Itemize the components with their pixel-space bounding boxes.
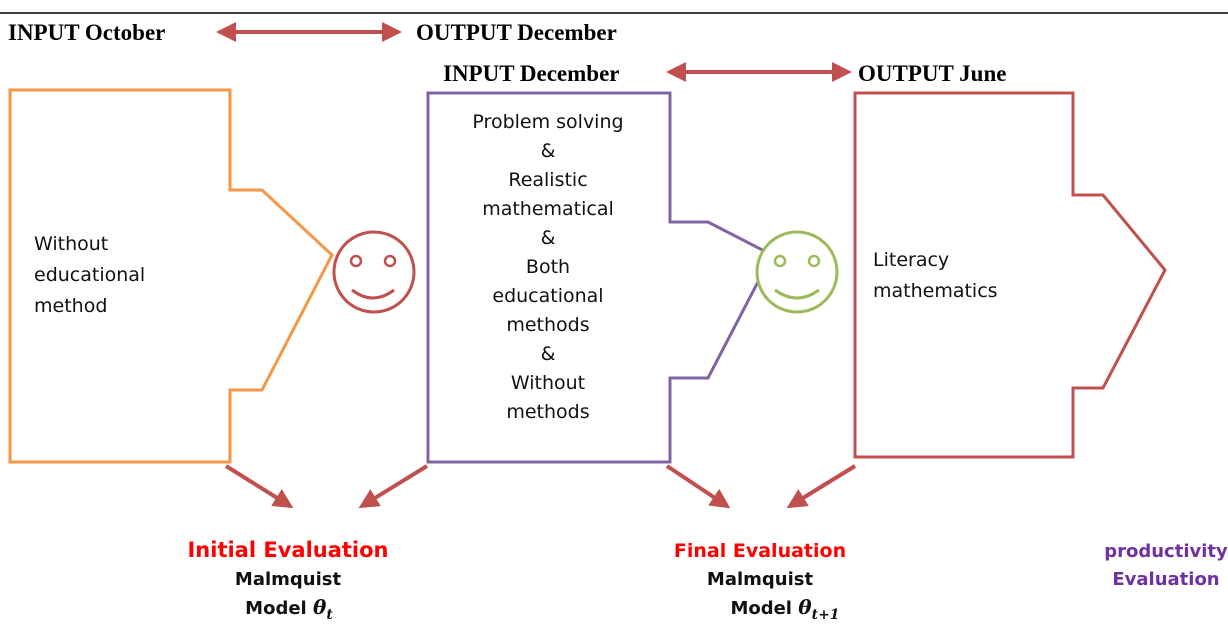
- svg-text:Model θt: Model θt: [245, 595, 333, 623]
- literacy-text: Literacy mathematics: [873, 249, 998, 302]
- svg-text:&: &: [541, 140, 556, 162]
- svg-text:mathematical: mathematical: [482, 198, 614, 220]
- svg-text:&: &: [541, 227, 556, 249]
- svg-text:educational: educational: [492, 285, 603, 307]
- svg-text:&: &: [541, 343, 556, 365]
- output-december-label: OUTPUT December: [416, 20, 617, 45]
- svg-text:Literacy: Literacy: [873, 249, 949, 271]
- methods-block-arrow: [426, 91, 775, 464]
- svg-text:method: method: [34, 295, 107, 317]
- svg-text:Evaluation: Evaluation: [1112, 569, 1219, 590]
- svg-text:Both: Both: [526, 256, 570, 278]
- input-october-label: INPUT October: [8, 20, 165, 45]
- final-evaluation-label: Final Evaluation Malmquist Model θt+1: [674, 540, 846, 623]
- initial-evaluation-arrows: [224, 464, 429, 509]
- svg-text:Problem solving: Problem solving: [472, 111, 623, 133]
- svg-text:productivity: productivity: [1104, 541, 1228, 562]
- svg-text:Initial Evaluation: Initial Evaluation: [187, 538, 388, 562]
- literacy-block-arrow: [853, 91, 1167, 459]
- svg-text:Malmquist: Malmquist: [235, 569, 342, 590]
- output-june-label: OUTPUT June: [858, 61, 1006, 86]
- svg-text:methods: methods: [506, 401, 589, 423]
- svg-text:Realistic: Realistic: [508, 169, 587, 191]
- svg-text:mathematics: mathematics: [873, 280, 998, 302]
- without-method-block-arrow: [8, 88, 334, 464]
- productivity-evaluation-label: productivity Evaluation: [1104, 541, 1228, 590]
- svg-text:Model θt+1: Model θt+1: [730, 595, 839, 623]
- svg-text:Without: Without: [34, 233, 108, 255]
- smiley-red-icon: [332, 230, 416, 314]
- svg-text:Final Evaluation: Final Evaluation: [674, 540, 846, 562]
- initial-evaluation-label: Initial Evaluation Malmquist Model θt: [187, 538, 388, 623]
- methods-text: Problem solving & Realistic mathematical…: [472, 111, 623, 423]
- final-evaluation-arrows: [665, 464, 857, 509]
- svg-text:methods: methods: [506, 314, 589, 336]
- svg-text:educational: educational: [34, 264, 145, 286]
- svg-text:Without: Without: [511, 372, 585, 394]
- without-method-text: Without educational method: [34, 233, 145, 317]
- smiley-green-icon: [755, 230, 839, 314]
- svg-text:Malmquist: Malmquist: [707, 569, 814, 590]
- input-december-label: INPUT December: [443, 61, 620, 86]
